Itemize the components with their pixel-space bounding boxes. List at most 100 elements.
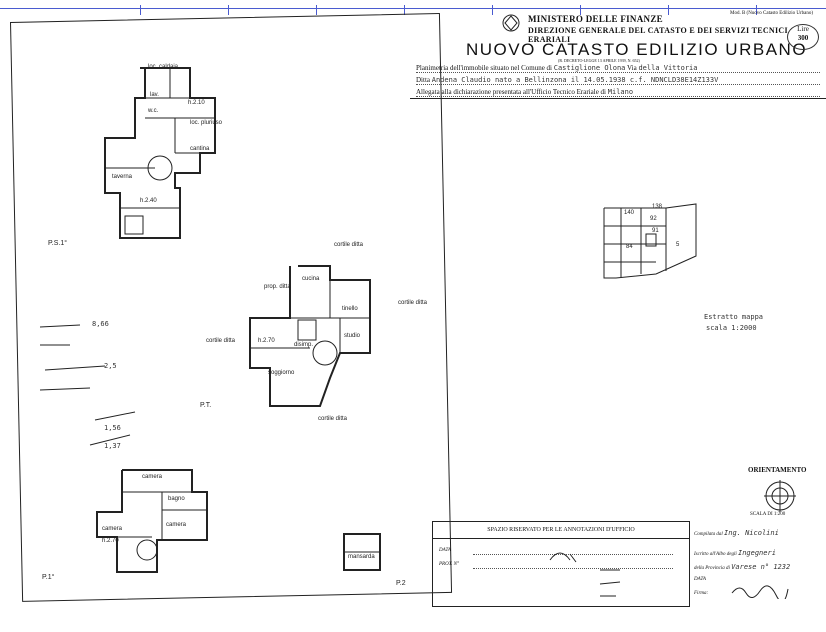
calc-value: 1,37 xyxy=(104,442,121,450)
room-bagno: bagno xyxy=(168,496,185,502)
compiled-label: Compilata dal xyxy=(694,532,723,537)
compiled-by-box: Compilata dal Ing. Nicolini Iscritto all… xyxy=(690,521,824,605)
form-ufficio: Milano xyxy=(607,88,634,96)
parcel-number: 84 xyxy=(626,244,633,250)
ruler-tick xyxy=(668,5,669,15)
room-cantina: cantina xyxy=(190,146,210,152)
form-line1-prefix: Planimetria dell'immobile situato nel Co… xyxy=(416,64,552,72)
floor-label-pt: P.T. xyxy=(200,402,212,409)
ministry-line1: MINISTERO DELLE FINANZE xyxy=(528,14,663,24)
room-studio: studio xyxy=(344,333,361,339)
office-annotations-box: SPAZIO RISERVATO PER LE ANNOTAZIONI D'UF… xyxy=(432,521,690,607)
ruler-tick xyxy=(492,5,493,15)
floor-label-p2: P.2 xyxy=(396,580,406,587)
decree: (R. DECRETO-LEGGE 13 APRILE 1939, N. 652… xyxy=(558,58,640,63)
orientation-label: ORIENTAMENTO xyxy=(748,466,807,474)
parcel-number: 138 xyxy=(652,204,663,210)
room-camera: camera xyxy=(102,526,123,532)
ministry-line2: DIREZIONE GENERALE DEL CATASTO E DEI SER… xyxy=(528,26,788,44)
courtyard-label: cortile ditta xyxy=(334,242,364,248)
office-prot-label: PROT. N° xyxy=(439,562,459,567)
scale-label: SCALA DI 1:200 xyxy=(750,512,786,517)
courtyard-label: cortile ditta xyxy=(398,300,428,306)
room-mansarda: mansarda xyxy=(348,554,375,560)
room-height: h.2.10 xyxy=(188,100,205,106)
courtyard-label: cortile ditta xyxy=(206,338,236,344)
form-comune: Castiglione Olona xyxy=(553,64,626,72)
stamp-label: Lire xyxy=(797,25,809,33)
ruler-tick xyxy=(580,5,581,15)
map-excerpt-title: Estratto mappa xyxy=(704,313,764,321)
registered-label: Iscritto all'Albo degli xyxy=(694,552,737,557)
floor-plan-p2 xyxy=(343,533,381,571)
room-taverna: taverna xyxy=(112,174,133,180)
room-height-p1: h.2.70 xyxy=(102,538,119,544)
map-excerpt-scale: scala 1:2000 xyxy=(706,324,757,332)
compiled-value: Ing. Nicolini xyxy=(724,529,779,537)
parcel-number: 91 xyxy=(652,228,659,234)
office-box-title: SPAZIO RISERVATO PER LE ANNOTAZIONI D'UF… xyxy=(433,522,689,539)
form-line-2: Ditta Andena Claudio nato a Bellinzona i… xyxy=(416,76,820,85)
ruler-tick xyxy=(228,5,229,15)
emblem-icon xyxy=(500,12,522,34)
room-tinello: tinello xyxy=(342,306,358,312)
room-soggiorno: soggiorno xyxy=(268,370,295,376)
office-date-line xyxy=(473,554,673,555)
header-divider xyxy=(410,98,826,99)
floor-label-psi: P.S.1° xyxy=(48,240,68,247)
office-prot-line xyxy=(473,568,673,569)
top-right-note: Mod. B (Nuovo Catasto Edilizio Urbano) xyxy=(730,11,814,16)
ruler-tick xyxy=(756,5,757,15)
office-handwritten-marks xyxy=(549,552,621,597)
parcel-number: 92 xyxy=(650,216,657,222)
floor-label-p1: P.1° xyxy=(42,574,55,581)
calc-value: 1,56 xyxy=(104,424,121,432)
province-label: della Provincia di xyxy=(694,566,730,571)
floor-plan-pt xyxy=(249,265,371,407)
page-title: NUOVO CATASTO EDILIZIO URBANO xyxy=(466,40,808,59)
registered-row: Iscritto all'Albo degli Ingegneri xyxy=(694,549,776,557)
office-date-label: DATA xyxy=(439,548,451,553)
calc-value: 2,5 xyxy=(104,362,117,370)
form-via-prefix: Via xyxy=(627,64,637,72)
parcel-number: 5 xyxy=(676,242,680,248)
compiled-date-label: DATA xyxy=(694,577,706,582)
signature-image xyxy=(731,585,789,599)
room-camera: camera xyxy=(166,522,187,528)
handwritten-notes xyxy=(39,324,136,446)
parcel-number: 140 xyxy=(624,210,635,216)
ruler-tick xyxy=(404,5,405,15)
floor-plan-psi xyxy=(104,67,216,239)
compass-icon xyxy=(764,480,796,512)
room-disimp: disimp. xyxy=(294,342,314,348)
signature-label: Firma: xyxy=(694,591,709,596)
form-line2-prefix: Ditta xyxy=(416,76,430,84)
province-value: Varese n° 1232 xyxy=(731,563,791,571)
room-loc-caldaia: loc. caldaia xyxy=(148,64,179,70)
ruler-tick xyxy=(316,5,317,15)
room-wc: w.c. xyxy=(148,108,159,114)
ruler-tick xyxy=(140,5,141,15)
form-via: della Vittoria xyxy=(638,64,698,72)
registered-value: Ingegneri xyxy=(737,549,776,557)
form-line3-prefix: Allegata alla dichiarazione presentata a… xyxy=(416,88,607,96)
stamp-value: 300 xyxy=(797,34,809,42)
property-label: prop. ditta xyxy=(264,284,291,290)
room-height-2: h.2.40 xyxy=(140,198,157,204)
top-ruler xyxy=(0,5,826,17)
form-ditta: Andena Claudio nato a Bellinzona il 14.0… xyxy=(431,76,719,84)
room-cucina: cucina xyxy=(302,276,320,282)
form-line-1: Planimetria dell'immobile situato nel Co… xyxy=(416,64,820,73)
room-lav: lav. xyxy=(150,92,159,98)
floor-plan-p1 xyxy=(96,469,208,573)
courtyard-label: cortile ditta xyxy=(318,416,348,422)
map-excerpt xyxy=(603,203,697,279)
room-loc-pluriuso: loc. pluriuso xyxy=(190,120,223,126)
form-line-3: Allegata alla dichiarazione presentata a… xyxy=(416,88,820,97)
duty-stamp: Lire 300 xyxy=(787,24,819,50)
province-row: della Provincia di Varese n° 1232 xyxy=(694,563,790,571)
room-camera: camera xyxy=(142,474,163,480)
calc-value: 8,66 xyxy=(92,320,109,328)
compiled-row: Compilata dal Ing. Nicolini xyxy=(694,529,779,537)
room-height-pt: h.2.70 xyxy=(258,338,275,344)
